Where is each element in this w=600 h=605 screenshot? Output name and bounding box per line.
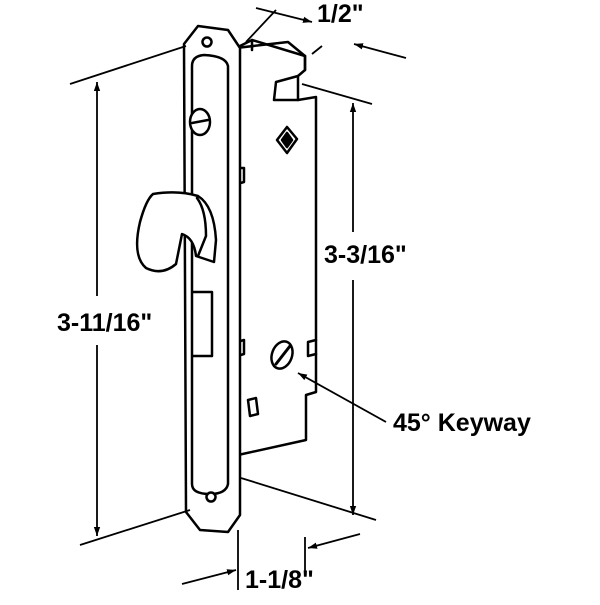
diamond-mark — [275, 125, 299, 155]
lock-body-case — [234, 38, 318, 457]
latch-hook — [135, 191, 218, 273]
dimension-label-overall-height: 3-11/16" — [57, 309, 153, 337]
mounting-hole-bottom — [205, 491, 217, 503]
faceplate — [182, 24, 242, 534]
keyway-callout-label: 45° Keyway — [393, 409, 531, 437]
dimension-faceplate-width — [181, 530, 361, 590]
keyway-leader — [297, 372, 387, 423]
dimension-label-faceplate-width: 1-1/8" — [245, 566, 314, 594]
adjustment-screw — [188, 107, 212, 137]
keyway-hole — [270, 340, 294, 370]
dimension-label-inner-height: 3-3/16" — [324, 241, 407, 269]
dimension-top-width — [245, 7, 407, 59]
mounting-hole-top — [201, 36, 213, 48]
dimension-inner-height — [240, 83, 377, 521]
dimension-overall-height — [69, 45, 191, 546]
dimension-label-top-width: 1/2" — [317, 0, 364, 28]
